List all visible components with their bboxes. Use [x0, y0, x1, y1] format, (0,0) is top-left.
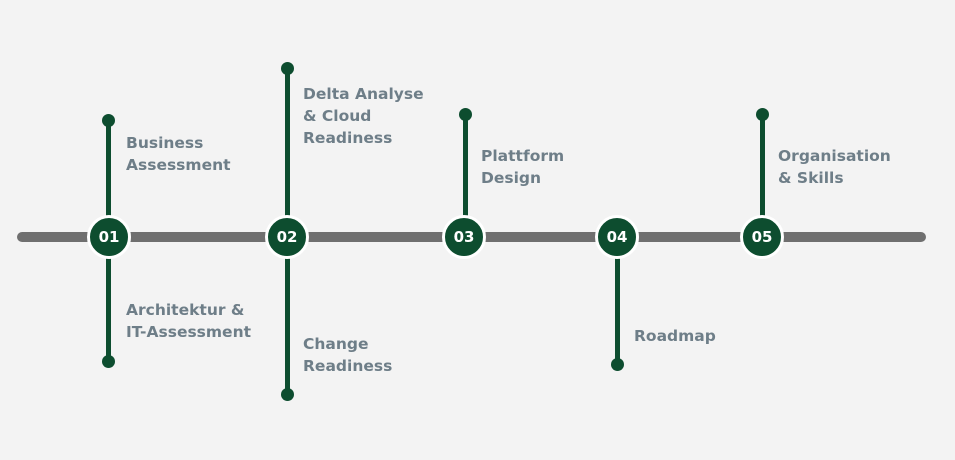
step-01-node: 01	[87, 215, 131, 259]
step-04-node: 04	[595, 215, 639, 259]
step-01-bottom-label: Architektur & IT-Assessment	[126, 301, 252, 341]
step-01-top-label: Business Assessment	[126, 134, 231, 174]
step-04-bottom-stem	[615, 255, 620, 364]
step-02-bottom-stem	[285, 255, 290, 394]
step-01-top-endpoint	[102, 114, 115, 127]
step-05-top-stem	[760, 114, 765, 220]
step-05-top-endpoint	[756, 108, 769, 121]
step-05-node: 05	[740, 215, 784, 259]
step-02-bottom-label: Change Readiness	[303, 335, 393, 375]
step-02-top-stem	[285, 68, 290, 220]
step-04-bottom-endpoint	[611, 358, 624, 371]
step-02-top-endpoint	[281, 62, 294, 75]
step-03-node: 03	[442, 215, 486, 259]
step-05-top-label: Organisation & Skills	[778, 147, 891, 187]
step-04-bottom-label: Roadmap	[634, 327, 716, 345]
step-03-top-stem	[463, 114, 468, 220]
step-03-top-label: Plattform Design	[481, 147, 565, 187]
step-02-top-label: Delta Analyse & Cloud Readiness	[303, 85, 424, 147]
step-01-bottom-endpoint	[102, 355, 115, 368]
step-01-bottom-stem	[106, 255, 111, 361]
step-02-node: 02	[265, 215, 309, 259]
step-01-top-stem	[106, 120, 111, 220]
step-02-bottom-endpoint	[281, 388, 294, 401]
step-03-top-endpoint	[459, 108, 472, 121]
